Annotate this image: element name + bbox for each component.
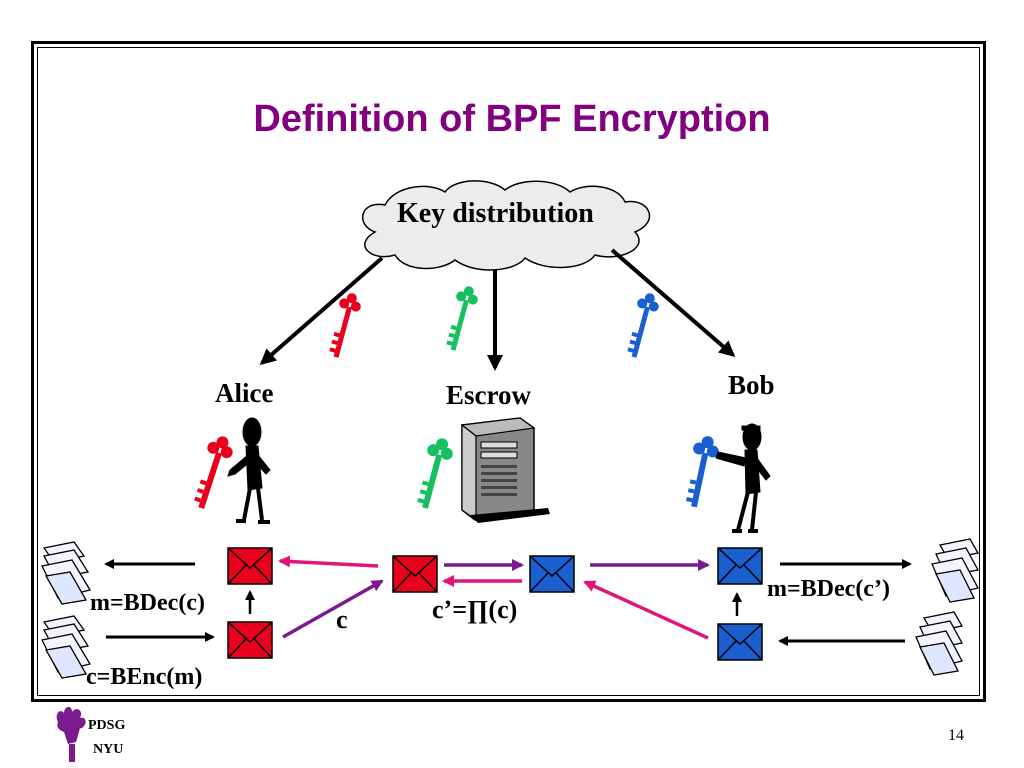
escrow-server-icon (460, 417, 550, 523)
bob-to-escrow-arrow (583, 580, 709, 640)
escrow-to-alice-arrow (278, 555, 379, 568)
alice-decrypt-formula: m=BDec(c) (90, 590, 205, 616)
escrow-envelope-blue-icon (529, 555, 575, 593)
bob-label: Bob (728, 370, 775, 400)
escrow-label: Escrow (446, 380, 531, 410)
nyu-torch-logo-icon (56, 706, 86, 762)
bob-plaintext-in-book-icon (915, 611, 964, 676)
escrow-envelope-red-icon (392, 555, 438, 593)
alice-plaintext-out-book-icon (41, 541, 92, 605)
alice-to-escrow-arrow (282, 579, 384, 639)
slide-frame-outer (31, 41, 986, 702)
cloud-to-bob-arrow (610, 248, 736, 357)
alice-plaintext-in-book-icon (41, 615, 92, 679)
transform-formula: c’=∏(c) (432, 595, 518, 624)
green-key-icon (446, 286, 478, 351)
red-key-icon (329, 293, 361, 358)
key-distribution-cloud (361, 180, 651, 271)
escrow-key-icon (417, 438, 453, 509)
page-number: 14 (948, 727, 964, 744)
ciphertext-label: c (336, 605, 348, 634)
bob-plaintext-out-book-icon (931, 538, 980, 603)
bob-envelope-bottom-icon (717, 623, 763, 661)
alice-encrypt-formula: c=BEnc(m) (86, 664, 203, 690)
bob-key-icon (685, 436, 719, 508)
alice-envelope-top-icon (227, 547, 273, 585)
slide-frame-inner (37, 47, 980, 696)
footer-org-line1: PDSG (88, 718, 126, 733)
cloud-label: Key distribution (397, 198, 594, 229)
bob-figure-icon (715, 423, 771, 533)
bob-envelope-top-icon (717, 547, 763, 585)
bob-decrypt-formula: m=BDec(c’) (767, 576, 890, 602)
alice-label: Alice (215, 378, 274, 408)
cloud-to-alice-arrow (259, 256, 384, 365)
footer-org-line2: NYU (93, 742, 124, 757)
slide-title: Definition of BPF Encryption (253, 98, 771, 140)
alice-envelope-bottom-icon (227, 621, 273, 659)
blue-key-icon (627, 293, 659, 358)
alice-key-icon (194, 436, 233, 509)
alice-figure-icon (227, 417, 271, 524)
